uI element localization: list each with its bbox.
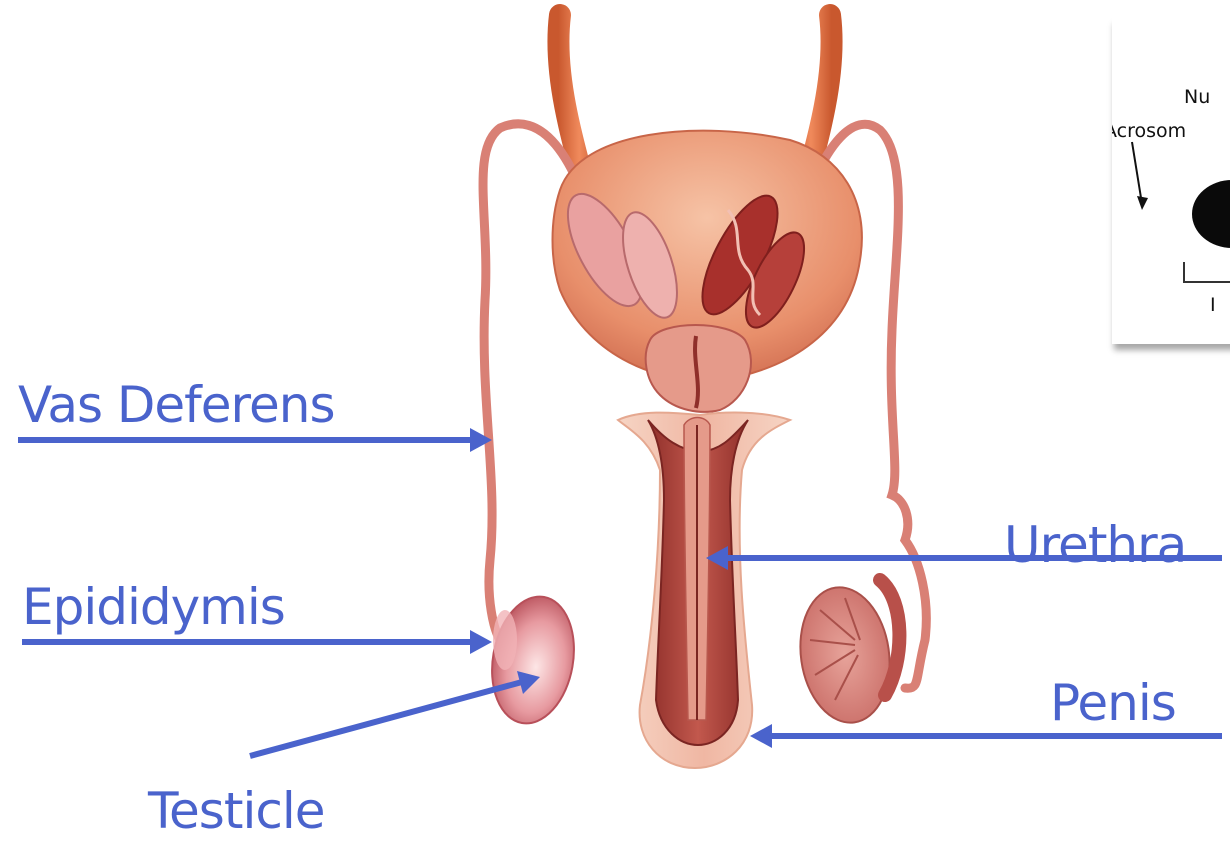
inset-label-bottom: I — [1210, 296, 1216, 315]
inset-label-acrosome: Acrosom — [1112, 122, 1186, 141]
inset-label-nucleus: Nu — [1184, 88, 1210, 107]
label-vas-deferens: Vas Deferens — [18, 380, 335, 430]
label-penis: Penis — [1050, 678, 1176, 728]
label-urethra: Urethra — [1004, 520, 1186, 570]
label-epididymis: Epididymis — [22, 582, 285, 632]
testicle-right — [792, 580, 899, 728]
label-testicle: Testicle — [148, 786, 325, 836]
sperm-inset-panel: Nu Acrosom I — [1112, 14, 1230, 344]
